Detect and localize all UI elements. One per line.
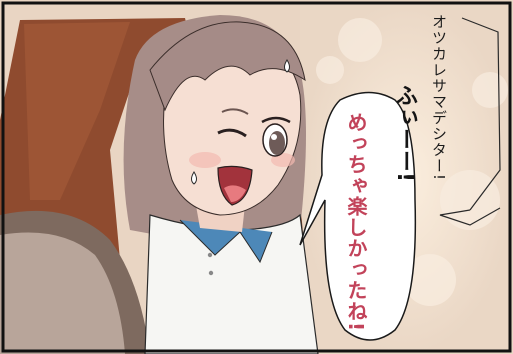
seat-highlight (24, 22, 130, 200)
iris (269, 131, 285, 155)
caption-exclaim: ふぃーー! (392, 84, 417, 183)
sweat-drop (191, 171, 197, 185)
sweat-drop (284, 59, 290, 73)
collar (179, 219, 273, 264)
caption-small: オツカレサマデシター! (430, 14, 448, 182)
shirt-button (207, 252, 213, 258)
speech-bubble (299, 91, 417, 341)
eye-highlight (271, 134, 277, 140)
tongue (224, 185, 246, 202)
speech-bubble-text: めっちゃ楽しかったね! (344, 112, 368, 333)
blush-left (189, 152, 221, 168)
winking-eye (217, 128, 247, 138)
window-frame (439, 17, 501, 226)
eyebrow-left (221, 108, 249, 115)
shirt-button (208, 270, 214, 276)
foreground-shoulder-light (0, 232, 125, 354)
eyelash (261, 116, 291, 124)
hair-bangs (149, 21, 306, 112)
